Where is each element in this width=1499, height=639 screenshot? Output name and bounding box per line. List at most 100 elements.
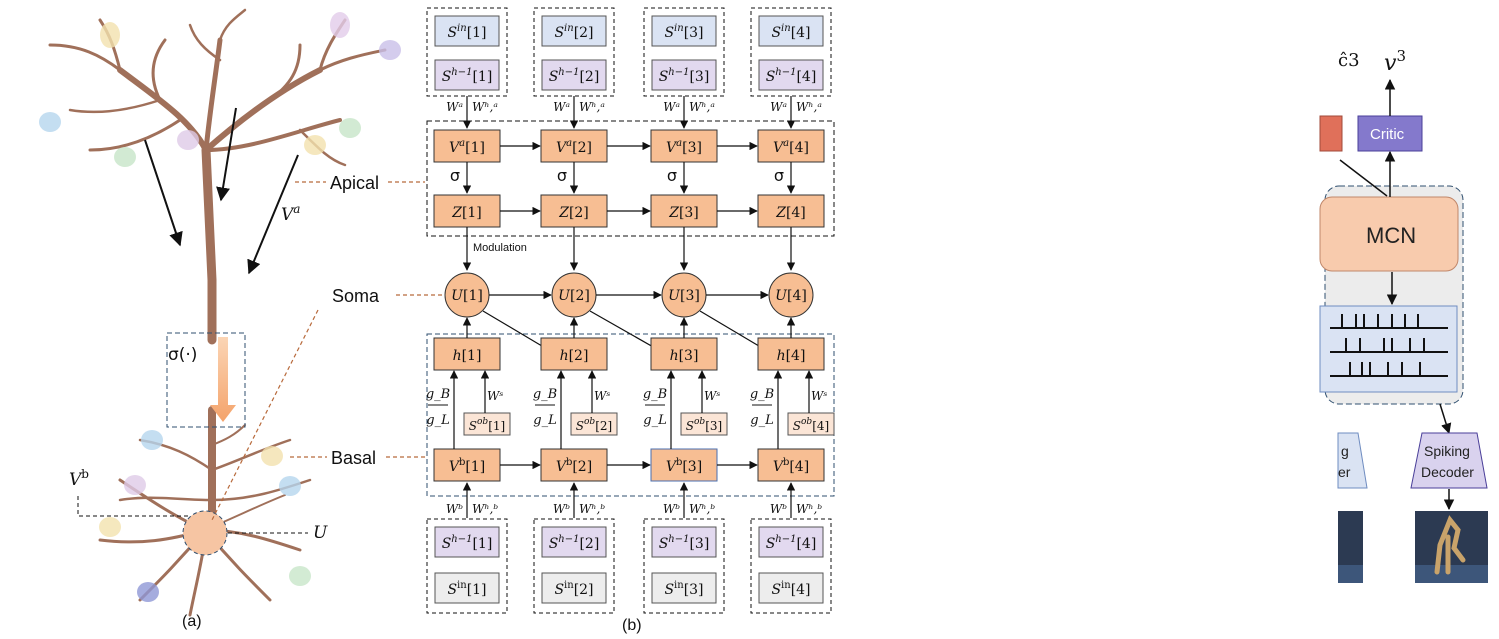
caption-a: (a) xyxy=(182,613,202,630)
vb-box xyxy=(433,448,501,482)
w-b-label: Wᵇ xyxy=(446,502,463,516)
input-group-bottom xyxy=(750,518,832,614)
s-h-top-label: Sh−1[1] xyxy=(442,67,493,85)
u-label: U[1] xyxy=(451,288,483,304)
w-ha-label: Wʰ,ᵃ xyxy=(579,100,605,114)
sigma-label: σ xyxy=(667,166,677,185)
h-label: h[3] xyxy=(670,348,699,364)
s-in-bottom-label: Sin[4] xyxy=(771,580,810,598)
w-b-label: Wᵇ xyxy=(770,502,787,516)
partial-output-label: ĉ3 xyxy=(1338,50,1360,71)
mcn-label: MCN xyxy=(1366,223,1416,248)
s-ob-label: Sob[1] xyxy=(469,417,505,433)
w-s-label: Wˢ xyxy=(594,389,610,403)
spike-panel xyxy=(1319,305,1458,393)
h-label: h[1] xyxy=(453,348,482,364)
w-hb-label: Wʰ,ᵇ xyxy=(579,502,605,516)
s-in-bottom-label: Sin[1] xyxy=(447,580,486,598)
s-ob-label: Sob[4] xyxy=(793,417,829,433)
gl-label: g_L xyxy=(426,413,449,428)
vb-leader xyxy=(77,496,190,517)
s-h-top-label: Sh−1[2] xyxy=(549,67,600,85)
input-group-bottom xyxy=(533,518,615,614)
s-in-top-label: Sin[3] xyxy=(664,23,703,41)
s-ob-label: Sob[3] xyxy=(686,417,722,433)
synapse-bulbs xyxy=(39,12,401,602)
modulation-label: Modulation xyxy=(473,242,527,254)
s-h-bottom-label: Sh−1[3] xyxy=(659,534,710,552)
neuron-illustration: σ(·) Va Vb U (a) Apical Soma Basal xyxy=(39,8,446,630)
u-label: U xyxy=(313,523,328,543)
s-ob-box xyxy=(463,412,511,436)
mcn-box xyxy=(1319,196,1459,272)
w-a-label: Wᵃ xyxy=(446,100,463,114)
soma-label: Soma xyxy=(332,286,380,306)
vb-box xyxy=(540,448,608,482)
s-in-bottom-label: Sin[3] xyxy=(664,580,703,598)
s-h-bottom-box xyxy=(541,526,607,558)
w-a-label: Wᵃ xyxy=(553,100,570,114)
s-h-bottom-label: Sh−1[2] xyxy=(549,534,600,552)
u-to-next-h-arrow xyxy=(589,310,663,353)
critic-label: Critic xyxy=(1370,126,1405,143)
s-in-top-label: Sin[2] xyxy=(554,23,593,41)
s-in-bottom-box xyxy=(541,572,607,604)
z-label: Z[4] xyxy=(775,205,806,221)
z-label: Z[2] xyxy=(558,205,589,221)
z-label: Z[1] xyxy=(451,205,482,221)
s-h-top-box xyxy=(758,59,824,91)
partial-decoder xyxy=(1337,432,1368,489)
soma-body xyxy=(182,510,228,556)
gl-label: g_L xyxy=(643,413,666,428)
s-in-top-label: Sin[4] xyxy=(771,23,810,41)
apical-region-frame xyxy=(426,120,835,237)
sigma-label: σ xyxy=(557,166,567,185)
va-label: Va[4] xyxy=(773,138,809,156)
gb-label: g_B xyxy=(426,387,450,402)
walker-figure xyxy=(1434,515,1466,575)
s-ob-box xyxy=(787,412,835,436)
partial-decoder-label2: er xyxy=(1338,464,1351,480)
u-label: U[3] xyxy=(668,288,700,304)
va-label: Va[2] xyxy=(556,138,592,156)
s-h-top-box xyxy=(651,59,717,91)
vb-label: Vb xyxy=(69,467,89,490)
s-in-top-box xyxy=(651,15,717,47)
s-h-bottom-box xyxy=(434,526,500,558)
sigma-label: σ xyxy=(774,166,784,185)
actor-link-line xyxy=(1339,159,1388,197)
w-hb-label: Wʰ,ᵇ xyxy=(689,502,715,516)
s-in-top-box xyxy=(541,15,607,47)
partial-decoder-label1: g xyxy=(1341,443,1349,459)
soma-leader-diagonal xyxy=(211,309,319,521)
agent-diagram: MCN Critic v3 ĉ3 Spiking Decoder g er xyxy=(1319,47,1488,583)
value-output-label: v3 xyxy=(1384,47,1406,76)
w-ha-label: Wʰ,ᵃ xyxy=(689,100,715,114)
va-arrow-middle xyxy=(216,107,237,202)
vb-label: Vb[3] xyxy=(666,457,702,475)
w-ha-label: Wʰ,ᵃ xyxy=(796,100,822,114)
h-box xyxy=(650,337,718,371)
spike-trains xyxy=(1330,314,1448,377)
va-box xyxy=(757,129,825,163)
gl-label: g_L xyxy=(533,413,556,428)
va-arrow-right xyxy=(247,154,299,275)
input-group-bottom xyxy=(426,518,508,614)
s-h-top-label: Sh−1[3] xyxy=(659,67,710,85)
sigma-function-label: σ(·) xyxy=(168,345,197,365)
u-node xyxy=(768,272,814,318)
va-arrow-left xyxy=(144,139,183,247)
gb-label: g_B xyxy=(750,387,774,402)
s-ob-box xyxy=(570,412,618,436)
vb-box xyxy=(650,448,718,482)
apical-label: Apical xyxy=(330,173,379,193)
s-in-bottom-box xyxy=(758,572,824,604)
s-in-top-box xyxy=(758,15,824,47)
z-box xyxy=(757,194,825,228)
spiking-decoder xyxy=(1410,432,1488,489)
sigma-label: σ xyxy=(450,166,460,185)
gb-label: g_B xyxy=(643,387,667,402)
s-in-top-label: Sin[1] xyxy=(447,23,486,41)
